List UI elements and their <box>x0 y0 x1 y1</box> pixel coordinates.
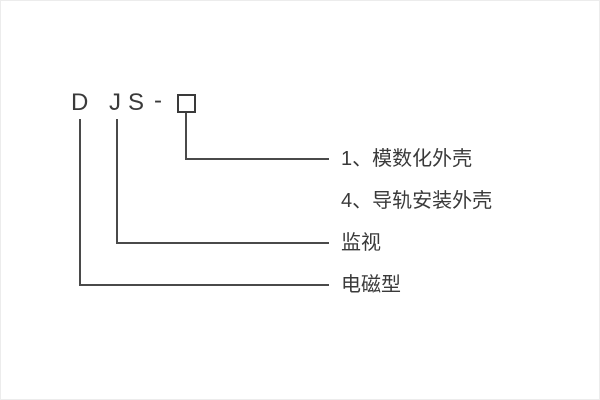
suffix-option-1-label: 1、模数化外壳 <box>341 148 473 170</box>
model-dash: - <box>154 87 162 114</box>
d-meaning-label: 电磁型 <box>341 274 401 296</box>
model-letter-d: D <box>71 89 89 116</box>
js-meaning-label: 监视 <box>341 232 381 254</box>
suffix-option-4-label: 4、导轨安装外壳 <box>341 190 493 212</box>
model-letters-js: JS <box>109 89 152 116</box>
model-suffix-placeholder-box <box>177 94 196 113</box>
